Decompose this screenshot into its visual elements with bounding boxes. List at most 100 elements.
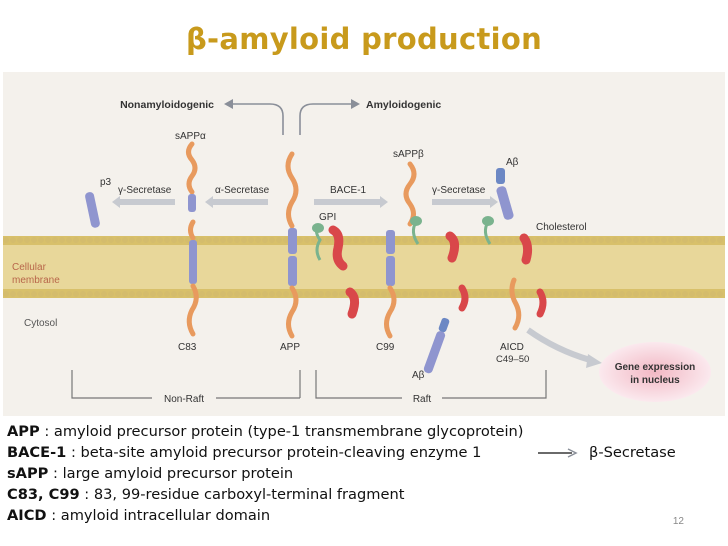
abeta-bottom-tip <box>438 317 450 333</box>
arrow-icon <box>538 448 578 458</box>
lipid-head <box>276 237 282 243</box>
arrow-head-right <box>351 99 360 109</box>
lipid-head <box>423 291 429 297</box>
lipid-head <box>10 291 16 297</box>
lipid-head <box>143 291 149 297</box>
lipid-head <box>381 291 387 297</box>
lipid-head <box>521 291 527 297</box>
lipid-head <box>234 237 240 243</box>
lipid-head <box>255 237 261 243</box>
lipid-head <box>45 237 51 243</box>
c83-transmembrane <box>189 240 197 284</box>
raft-protein-1 <box>328 225 348 271</box>
amyloid-pathway-diagram: /* placeholder */ Nonamyloidogenic Amylo… <box>0 72 728 416</box>
lipid-head <box>493 291 499 297</box>
lipid-head <box>150 291 156 297</box>
lipid-head <box>262 237 268 243</box>
lipid-head <box>87 291 93 297</box>
lipid-head <box>206 291 212 297</box>
lipid-head <box>409 291 415 297</box>
lipid-head <box>164 237 170 243</box>
lipid-head <box>570 291 576 297</box>
bace1-label: BACE-1 <box>330 185 367 196</box>
lipid-head <box>24 237 30 243</box>
lipid-head <box>318 291 324 297</box>
aicd-label: AICD <box>500 342 524 353</box>
c83-tail <box>186 283 199 337</box>
lipid-head <box>339 291 345 297</box>
definition-term: sAPP <box>7 465 49 482</box>
c83-label: C83 <box>178 342 197 353</box>
lipid-head <box>346 237 352 243</box>
lipid-head <box>325 237 331 243</box>
lipid-head <box>514 291 520 297</box>
nonraft-label-bg <box>152 392 216 404</box>
sapp-alpha-domain <box>188 194 196 212</box>
pathway-arrows <box>232 103 352 135</box>
lipid-head <box>150 237 156 243</box>
lipid-head <box>213 237 219 243</box>
raft-label: Raft <box>413 394 432 405</box>
lipid-head <box>241 291 247 297</box>
lipid-head <box>66 237 72 243</box>
lipid-head <box>185 291 191 297</box>
lipid-head <box>668 237 674 243</box>
gpi-head-3 <box>482 216 494 226</box>
lipid-head <box>24 291 30 297</box>
definition-text: : amyloid intracellular domain <box>46 507 271 524</box>
lipid-head <box>696 237 702 243</box>
lipid-head <box>80 291 86 297</box>
lipid-head <box>577 291 583 297</box>
lipid-head <box>304 291 310 297</box>
raft-label-bg <box>402 392 442 404</box>
definition-app: APP : amyloid precursor protein (type-1 … <box>7 421 727 442</box>
gpi-head <box>312 223 324 233</box>
c99-label: C99 <box>376 342 395 353</box>
lipid-head <box>87 237 93 243</box>
lipid-head <box>612 291 618 297</box>
lipid-head <box>45 291 51 297</box>
raft-protein-6 <box>536 288 547 318</box>
lipid-head <box>241 237 247 243</box>
lipid-head <box>220 237 226 243</box>
lipid-head <box>430 237 436 243</box>
c99-tail <box>384 285 397 339</box>
lipid-head <box>31 291 37 297</box>
arrow-head-left <box>224 99 233 109</box>
lipid-head <box>591 237 597 243</box>
app-tail <box>286 285 299 339</box>
lipid-head <box>500 237 506 243</box>
page-number: 12 <box>672 516 684 527</box>
lipid-head <box>465 237 471 243</box>
raft-protein-5 <box>519 233 533 265</box>
lipid-head <box>444 291 450 297</box>
cytosol-label: Cytosol <box>24 318 57 329</box>
lipid-head <box>164 291 170 297</box>
lipid-head <box>430 291 436 297</box>
lipid-head <box>717 291 723 297</box>
lipid-head <box>682 291 688 297</box>
gene-expression-line2: in nucleus <box>630 375 680 386</box>
lipid-head <box>10 237 16 243</box>
abeta-bottom-label: Aβ <box>412 370 425 381</box>
lipid-head <box>584 237 590 243</box>
nonraft-label: Non-Raft <box>164 394 204 405</box>
gpi-label: GPI <box>319 212 336 223</box>
lipid-head <box>654 291 660 297</box>
lipid-head <box>479 237 485 243</box>
lipid-head <box>115 291 121 297</box>
lipid-head <box>549 237 555 243</box>
lipid-head <box>619 237 625 243</box>
definition-term: APP <box>7 423 40 440</box>
lipid-head <box>3 237 9 243</box>
definition-bace1: BACE-1 : beta-site amyloid precursor pro… <box>7 442 727 463</box>
lipid-head <box>696 291 702 297</box>
lipid-head <box>3 291 9 297</box>
lipid-head <box>640 237 646 243</box>
lipid-head <box>374 237 380 243</box>
lipid-head <box>563 291 569 297</box>
lipid-head <box>367 291 373 297</box>
lipid-head <box>101 237 107 243</box>
sapp-beta-label: sAPPβ <box>393 149 424 160</box>
lipid-head <box>689 291 695 297</box>
